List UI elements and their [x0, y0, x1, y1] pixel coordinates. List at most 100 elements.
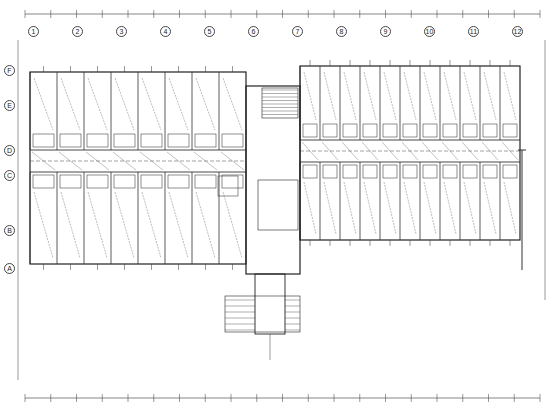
- plan-line: [444, 72, 456, 120]
- wall: [195, 175, 216, 188]
- plan-line: [57, 72, 58, 150]
- plan-line: [500, 66, 501, 140]
- wall: [60, 175, 81, 188]
- plan-line: [115, 192, 134, 258]
- plan-line: [128, 394, 129, 402]
- wall: [303, 124, 317, 137]
- plan-line: [514, 10, 515, 18]
- wall: [246, 86, 300, 274]
- wall: [168, 175, 189, 188]
- plan-line: [223, 78, 242, 130]
- plan-line: [380, 66, 381, 140]
- wall: [255, 274, 285, 334]
- plan-line: [430, 60, 431, 66]
- plan-line: [178, 264, 179, 270]
- plan-line: [169, 78, 188, 130]
- plan-line: [102, 394, 103, 402]
- plan-line: [360, 66, 361, 140]
- plan-line: [76, 10, 77, 18]
- plan-line: [545, 40, 546, 300]
- plan-line: [219, 172, 220, 264]
- plan-line: [262, 111, 298, 112]
- plan-line: [138, 172, 139, 264]
- plan-line: [256, 10, 257, 18]
- plan-line: [340, 162, 341, 240]
- plan-line: [464, 72, 476, 120]
- plan-line: [359, 394, 360, 402]
- plan-line: [310, 60, 311, 66]
- plan-line: [504, 72, 516, 120]
- plan-line: [61, 78, 80, 130]
- axis-label: 8: [336, 26, 347, 37]
- plan-line: [462, 10, 463, 18]
- axis-label: 4: [160, 26, 171, 37]
- plan-line: [225, 306, 255, 307]
- wall: [463, 165, 477, 178]
- plan-line: [151, 66, 152, 72]
- plan-line: [470, 240, 471, 246]
- plan-line: [196, 192, 215, 258]
- wall: [503, 124, 517, 137]
- wall: [363, 124, 377, 137]
- plan-line: [308, 394, 309, 402]
- plan-line: [88, 78, 107, 130]
- plan-line: [324, 182, 336, 234]
- plan-line: [262, 100, 298, 101]
- plan-line: [196, 78, 215, 130]
- plan-line: [165, 72, 166, 150]
- plan-line: [450, 240, 451, 246]
- plan-line: [232, 66, 233, 72]
- wall: [33, 134, 54, 147]
- plan-line: [285, 306, 300, 307]
- wall: [423, 124, 437, 137]
- plan-line: [192, 172, 193, 264]
- axis-label: D: [4, 145, 15, 156]
- wall: [403, 124, 417, 137]
- plan-line: [360, 162, 361, 240]
- plan-line: [25, 394, 26, 402]
- plan-line: [320, 66, 321, 140]
- plan-line: [384, 72, 396, 120]
- plan-line: [70, 66, 71, 72]
- wall: [258, 180, 298, 230]
- wall: [363, 165, 377, 178]
- plan-line: [484, 72, 496, 120]
- plan-line: [300, 140, 520, 141]
- axis-label: F: [4, 65, 15, 76]
- plan-line: [262, 97, 298, 98]
- plan-line: [460, 66, 461, 140]
- plan-line: [308, 10, 309, 18]
- plan-line: [25, 10, 26, 18]
- plan-line: [30, 161, 246, 162]
- plan-line: [88, 192, 107, 258]
- axis-label: A: [4, 263, 15, 274]
- plan-line: [282, 10, 283, 18]
- plan-line: [364, 72, 376, 120]
- plan-line: [61, 192, 80, 258]
- wall: [222, 175, 243, 188]
- plan-line: [404, 72, 416, 120]
- wall: [383, 124, 397, 137]
- axis-label: 6: [248, 26, 259, 37]
- plan-line: [364, 182, 376, 234]
- axis-label: 2: [72, 26, 83, 37]
- plan-line: [124, 264, 125, 270]
- plan-line: [169, 192, 188, 258]
- plan-line: [225, 318, 255, 319]
- plan-line: [444, 182, 456, 234]
- plan-line: [384, 182, 396, 234]
- plan-line: [300, 162, 520, 163]
- axis-label: C: [4, 170, 15, 181]
- plan-line: [344, 182, 356, 234]
- plan-line: [380, 162, 381, 240]
- plan-line: [179, 10, 180, 18]
- plan-line: [424, 72, 436, 120]
- plan-line: [480, 66, 481, 140]
- wall: [483, 165, 497, 178]
- plan-line: [504, 182, 516, 234]
- plan-line: [514, 394, 515, 402]
- plan-line: [430, 240, 431, 246]
- plan-line: [225, 312, 255, 313]
- wall: [87, 134, 108, 147]
